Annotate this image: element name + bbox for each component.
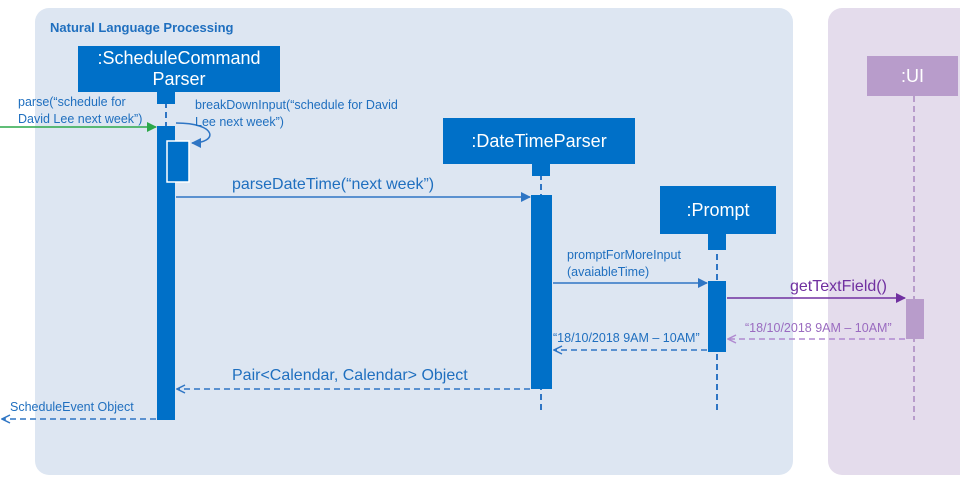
stub-datetime-parser: [532, 164, 550, 176]
nlp-frame-title: Natural Language Processing: [50, 20, 234, 35]
message-get-text-field-label: getTextField(): [790, 278, 887, 295]
message-pair-return-label: Pair<Calendar, Calendar> Object: [232, 367, 468, 384]
message-breakdown-line1: breakDownInput(“schedule for David: [195, 98, 398, 112]
activation-prompt: [708, 281, 726, 352]
message-prompt-return-label: “18/10/2018 9AM – 10AM”: [553, 331, 700, 345]
schedule-parser-label-line1: :ScheduleCommand: [97, 48, 261, 69]
arrow-breakdown-self: [175, 122, 211, 148]
message-parse-label: parse(“schedule for David Lee next week”…: [18, 94, 142, 128]
lifeline-box-schedule-parser: :ScheduleCommand Parser: [78, 46, 280, 92]
schedule-parser-label-line2: Parser: [152, 69, 206, 89]
activation-breakdown-self: [166, 140, 190, 183]
message-prompt-more-line1: promptForMoreInput: [567, 248, 681, 262]
message-event-return-label: ScheduleEvent Object: [10, 400, 134, 414]
message-prompt-more-label: promptForMoreInput (avaiableTime): [567, 247, 681, 281]
activation-ui: [906, 299, 924, 339]
lifeline-box-prompt: :Prompt: [660, 186, 776, 234]
message-breakdown-line2: Lee next week”): [195, 114, 284, 129]
message-parse-line2: David Lee next week”): [18, 111, 143, 126]
stub-prompt: [708, 234, 726, 250]
activation-schedule-parser: [157, 126, 175, 420]
activation-datetime-parser: [531, 195, 552, 389]
stub-schedule-parser: [157, 92, 175, 104]
message-prompt-more-line2: (avaiableTime): [567, 264, 650, 279]
message-parse-line1: parse(“schedule for: [18, 95, 126, 109]
message-parse-datetime-label: parseDateTime(“next week”): [232, 176, 435, 193]
lifeline-box-datetime-parser: :DateTimeParser: [443, 118, 635, 164]
message-breakdown-label: breakDownInput(“schedule for David Lee n…: [195, 97, 398, 131]
lifeline-box-ui: :UI: [867, 56, 958, 96]
message-ui-return-label: “18/10/2018 9AM – 10AM”: [745, 321, 892, 335]
